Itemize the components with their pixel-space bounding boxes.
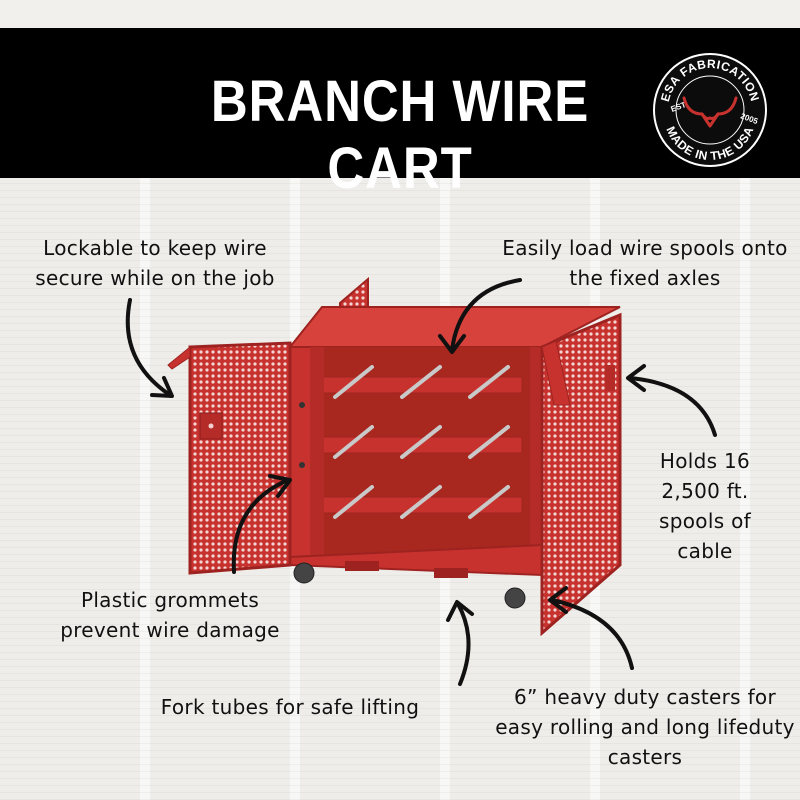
wire-cart-illustration (167, 276, 622, 637)
esa-logo: ESA FABRICATION MADE IN THE USA EST. 200… (653, 53, 767, 167)
door-hinge-arm (167, 345, 191, 370)
front-door-left (188, 341, 292, 575)
plastic-grommets (299, 402, 305, 468)
fork-tube-left (345, 561, 379, 571)
callout-easily-load: Easily load wire spools onto the fixed a… (502, 236, 788, 290)
door-latch (605, 365, 615, 391)
door-hinge-bracket (541, 340, 571, 406)
page-title: BRANCH WIRE CART (210, 69, 590, 201)
caster-wheels (293, 562, 526, 609)
logo-inner-ring (675, 75, 745, 145)
callout-fork-tubes: Fork tubes for safe lifting (160, 695, 420, 719)
callout-lockable: Lockable to keep wire secure while on th… (35, 236, 275, 290)
callout-holds: Holds 16 2,500 ft. spools of cable (659, 449, 751, 563)
top-strip (0, 0, 800, 28)
fork-tube-right (434, 568, 468, 578)
callout-casters: 6” heavy duty casters for easy rolling a… (495, 685, 795, 769)
logo-ring (653, 53, 767, 167)
callout-grommets: Plastic grommets prevent wire damage (60, 588, 280, 642)
bull-horns-icon (682, 96, 738, 128)
fixed-axles (333, 365, 510, 519)
front-post-left (310, 347, 324, 557)
